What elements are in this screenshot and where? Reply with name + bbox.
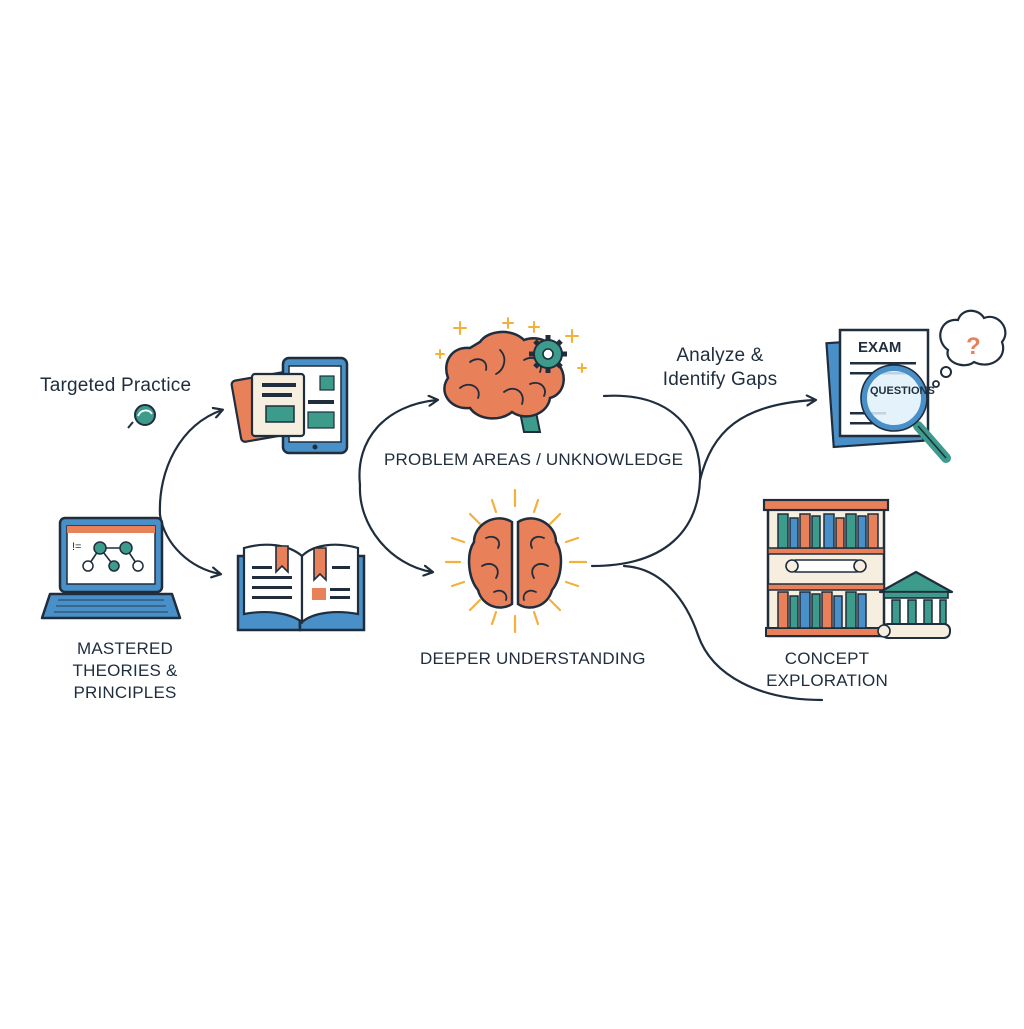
- laptop-network-icon: !=: [40, 516, 182, 620]
- label-problem-areas: PROBLEM AREAS / UNKNOWLEDGE: [384, 450, 684, 469]
- label-mastered: MASTERED THEORIES & PRINCIPLES: [20, 638, 230, 704]
- brain-gear-icon: [435, 317, 587, 433]
- label-analyze: Analyze & Identify Gaps: [650, 344, 790, 392]
- target-practice-icon: [127, 404, 156, 429]
- label-mastered-line1: MASTERED: [76, 639, 174, 658]
- arrow-to-book: [158, 513, 220, 574]
- label-concept-line2: EXPLORATION: [766, 671, 888, 690]
- exam-magnifier-icon: EXAM QUESTIONS: [825, 328, 951, 463]
- arrow-to-exam: [698, 400, 815, 482]
- label-analyze-line1: Analyze &: [676, 345, 764, 366]
- exam-subtitle: QUESTIONS: [870, 385, 935, 397]
- loop-right: [590, 394, 702, 568]
- bookshelf-icon: [762, 498, 890, 638]
- curve-to-concept: [622, 564, 824, 702]
- label-concept-line1: CONCEPT: [784, 649, 870, 668]
- label-analyze-line2: Identify Gaps: [662, 369, 778, 390]
- question-bubble-icon: ?: [932, 309, 1007, 388]
- glowing-brain-icon: [444, 488, 588, 634]
- open-book-icon: [236, 543, 366, 632]
- museum-icon: [877, 570, 954, 639]
- label-deeper-understanding: DEEPER UNDERSTANDING: [420, 649, 646, 668]
- label-mastered-line2: THEORIES & PRINCIPLES: [72, 661, 178, 702]
- svg-text:!=: !=: [72, 541, 81, 553]
- label-targeted-practice: Targeted Practice: [40, 375, 192, 396]
- tablet-flashcards-icon: [230, 356, 349, 455]
- svg-text:?: ?: [966, 333, 981, 360]
- arrow-to-practice: [158, 410, 222, 517]
- arrow-to-deeper: [358, 483, 432, 572]
- exam-title: EXAM: [858, 339, 901, 356]
- scroll-icon: [785, 559, 867, 573]
- gear-icon: [529, 335, 567, 373]
- arrow-to-problem-areas: [358, 400, 437, 487]
- label-concept-exploration: CONCEPT EXPLORATION: [762, 648, 892, 692]
